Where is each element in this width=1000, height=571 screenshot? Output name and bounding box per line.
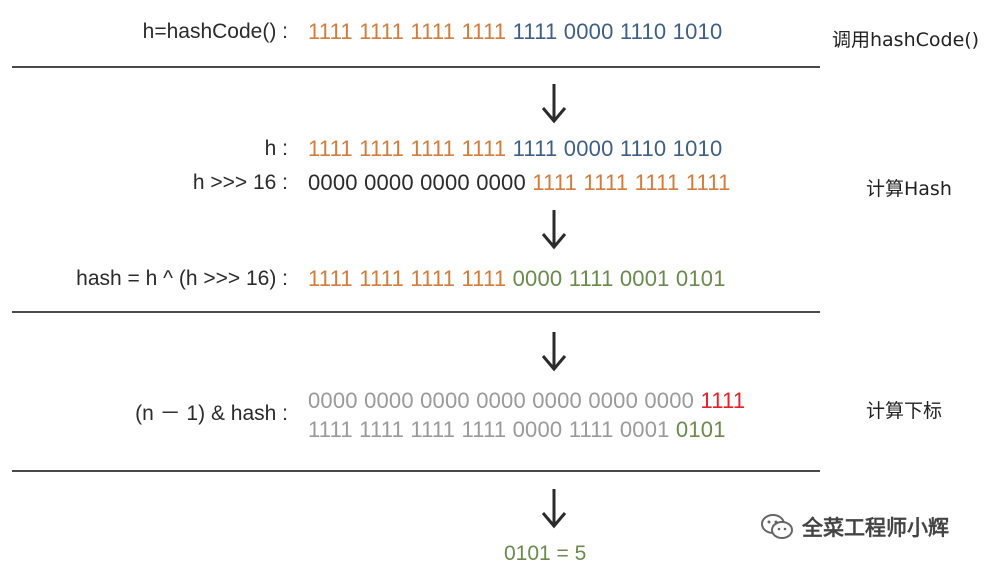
- bit-group: 1111: [359, 136, 404, 161]
- bit-group: 0000: [308, 388, 358, 413]
- arrow-down-icon: [541, 332, 567, 372]
- bit-group: 1111: [461, 417, 507, 442]
- bit-group: 0001: [619, 417, 670, 442]
- bit-group: 0001: [619, 266, 670, 291]
- bits-hash: 1111 1111 1111 1111 0000 1111 0001 0101: [308, 266, 726, 292]
- bit-group: 1111: [568, 417, 614, 442]
- bit-group: 1111: [461, 19, 507, 44]
- label-h: h :: [264, 137, 288, 160]
- bit-group: 1111: [532, 170, 578, 195]
- bit-group: 1111: [410, 266, 456, 291]
- bit-group: 1111: [568, 266, 614, 291]
- bit-group: 1111: [512, 19, 558, 44]
- bit-group: 1010: [672, 19, 723, 44]
- bit-group: 0101: [675, 266, 726, 291]
- bit-group: 1010: [672, 136, 723, 161]
- bit-group: 1111: [461, 266, 507, 291]
- bits-h-shift: 0000 0000 0000 0000 1111 1111 1111 1111: [308, 170, 731, 196]
- bit-group: 1111: [308, 266, 353, 291]
- bit-group: 1111: [359, 417, 404, 442]
- bit-group: 1111: [359, 266, 404, 291]
- divider-1: [12, 66, 820, 68]
- arrow-down-icon: [541, 210, 567, 250]
- divider-3: [12, 470, 820, 472]
- bit-group: 0000: [364, 388, 414, 413]
- bit-group: 0000: [512, 417, 563, 442]
- watermark-text: 全菜工程师小辉: [802, 516, 949, 540]
- label-hashcode: h=hashCode() :: [142, 20, 288, 43]
- bit-group: 0000: [563, 136, 614, 161]
- bit-group: 1111: [410, 136, 456, 161]
- bits-hashcode: 1111 1111 1111 1111 1111 0000 1110 1010: [308, 19, 722, 45]
- bit-group: 1111: [359, 19, 404, 44]
- bit-group: 0000: [532, 388, 582, 413]
- bit-group: 1111: [634, 170, 680, 195]
- bit-group: 0000: [364, 170, 414, 195]
- bit-group: 0101: [675, 417, 726, 442]
- bit-group: 1111: [308, 136, 353, 161]
- step-note-hash: 计算Hash: [866, 178, 952, 200]
- label-index: (n － 1) & hash :: [135, 402, 288, 425]
- bit-group: 0000: [476, 388, 526, 413]
- bit-group: 1111: [461, 136, 507, 161]
- bit-group: 1111: [583, 170, 629, 195]
- bit-group: 0000: [644, 388, 695, 413]
- bit-group: 1111: [685, 170, 731, 195]
- bit-group: 0000: [420, 388, 470, 413]
- label-h-shift: h >>> 16 :: [192, 171, 288, 194]
- bit-group: 0000: [420, 170, 470, 195]
- arrow-down-icon: [541, 84, 567, 124]
- arrow-down-icon: [541, 489, 567, 529]
- bits-mask: 0000 0000 0000 0000 0000 0000 0000 1111: [308, 388, 745, 414]
- bit-group: 1111: [512, 136, 558, 161]
- bit-group: 1111: [700, 388, 746, 413]
- step-note-index: 计算下标: [866, 400, 943, 422]
- bit-group: 1110: [619, 19, 667, 44]
- bit-group: 0000: [308, 170, 358, 195]
- bit-group: 1110: [619, 136, 667, 161]
- label-hash: hash = h ^ (h >>> 16) :: [76, 267, 288, 290]
- bit-group: 0000: [563, 19, 614, 44]
- bit-group: 1111: [410, 417, 456, 442]
- bit-group: 1111: [308, 417, 353, 442]
- bit-group: 1111: [410, 19, 456, 44]
- bit-group: 0000: [512, 266, 563, 291]
- bits-hash-operand: 1111 1111 1111 1111 0000 1111 0001 0101: [308, 417, 726, 443]
- watermark: 全菜工程师小辉: [760, 512, 949, 542]
- result-value: 0101 = 5: [504, 542, 587, 565]
- step-note-hashcode: 调用hashCode(): [832, 29, 980, 51]
- bits-h: 1111 1111 1111 1111 1111 0000 1110 1010: [308, 136, 722, 162]
- divider-2: [12, 311, 820, 313]
- bit-group: 1111: [308, 19, 353, 44]
- wechat-icon: [761, 514, 793, 539]
- bit-group: 0000: [588, 388, 639, 413]
- bit-group: 0000: [476, 170, 526, 195]
